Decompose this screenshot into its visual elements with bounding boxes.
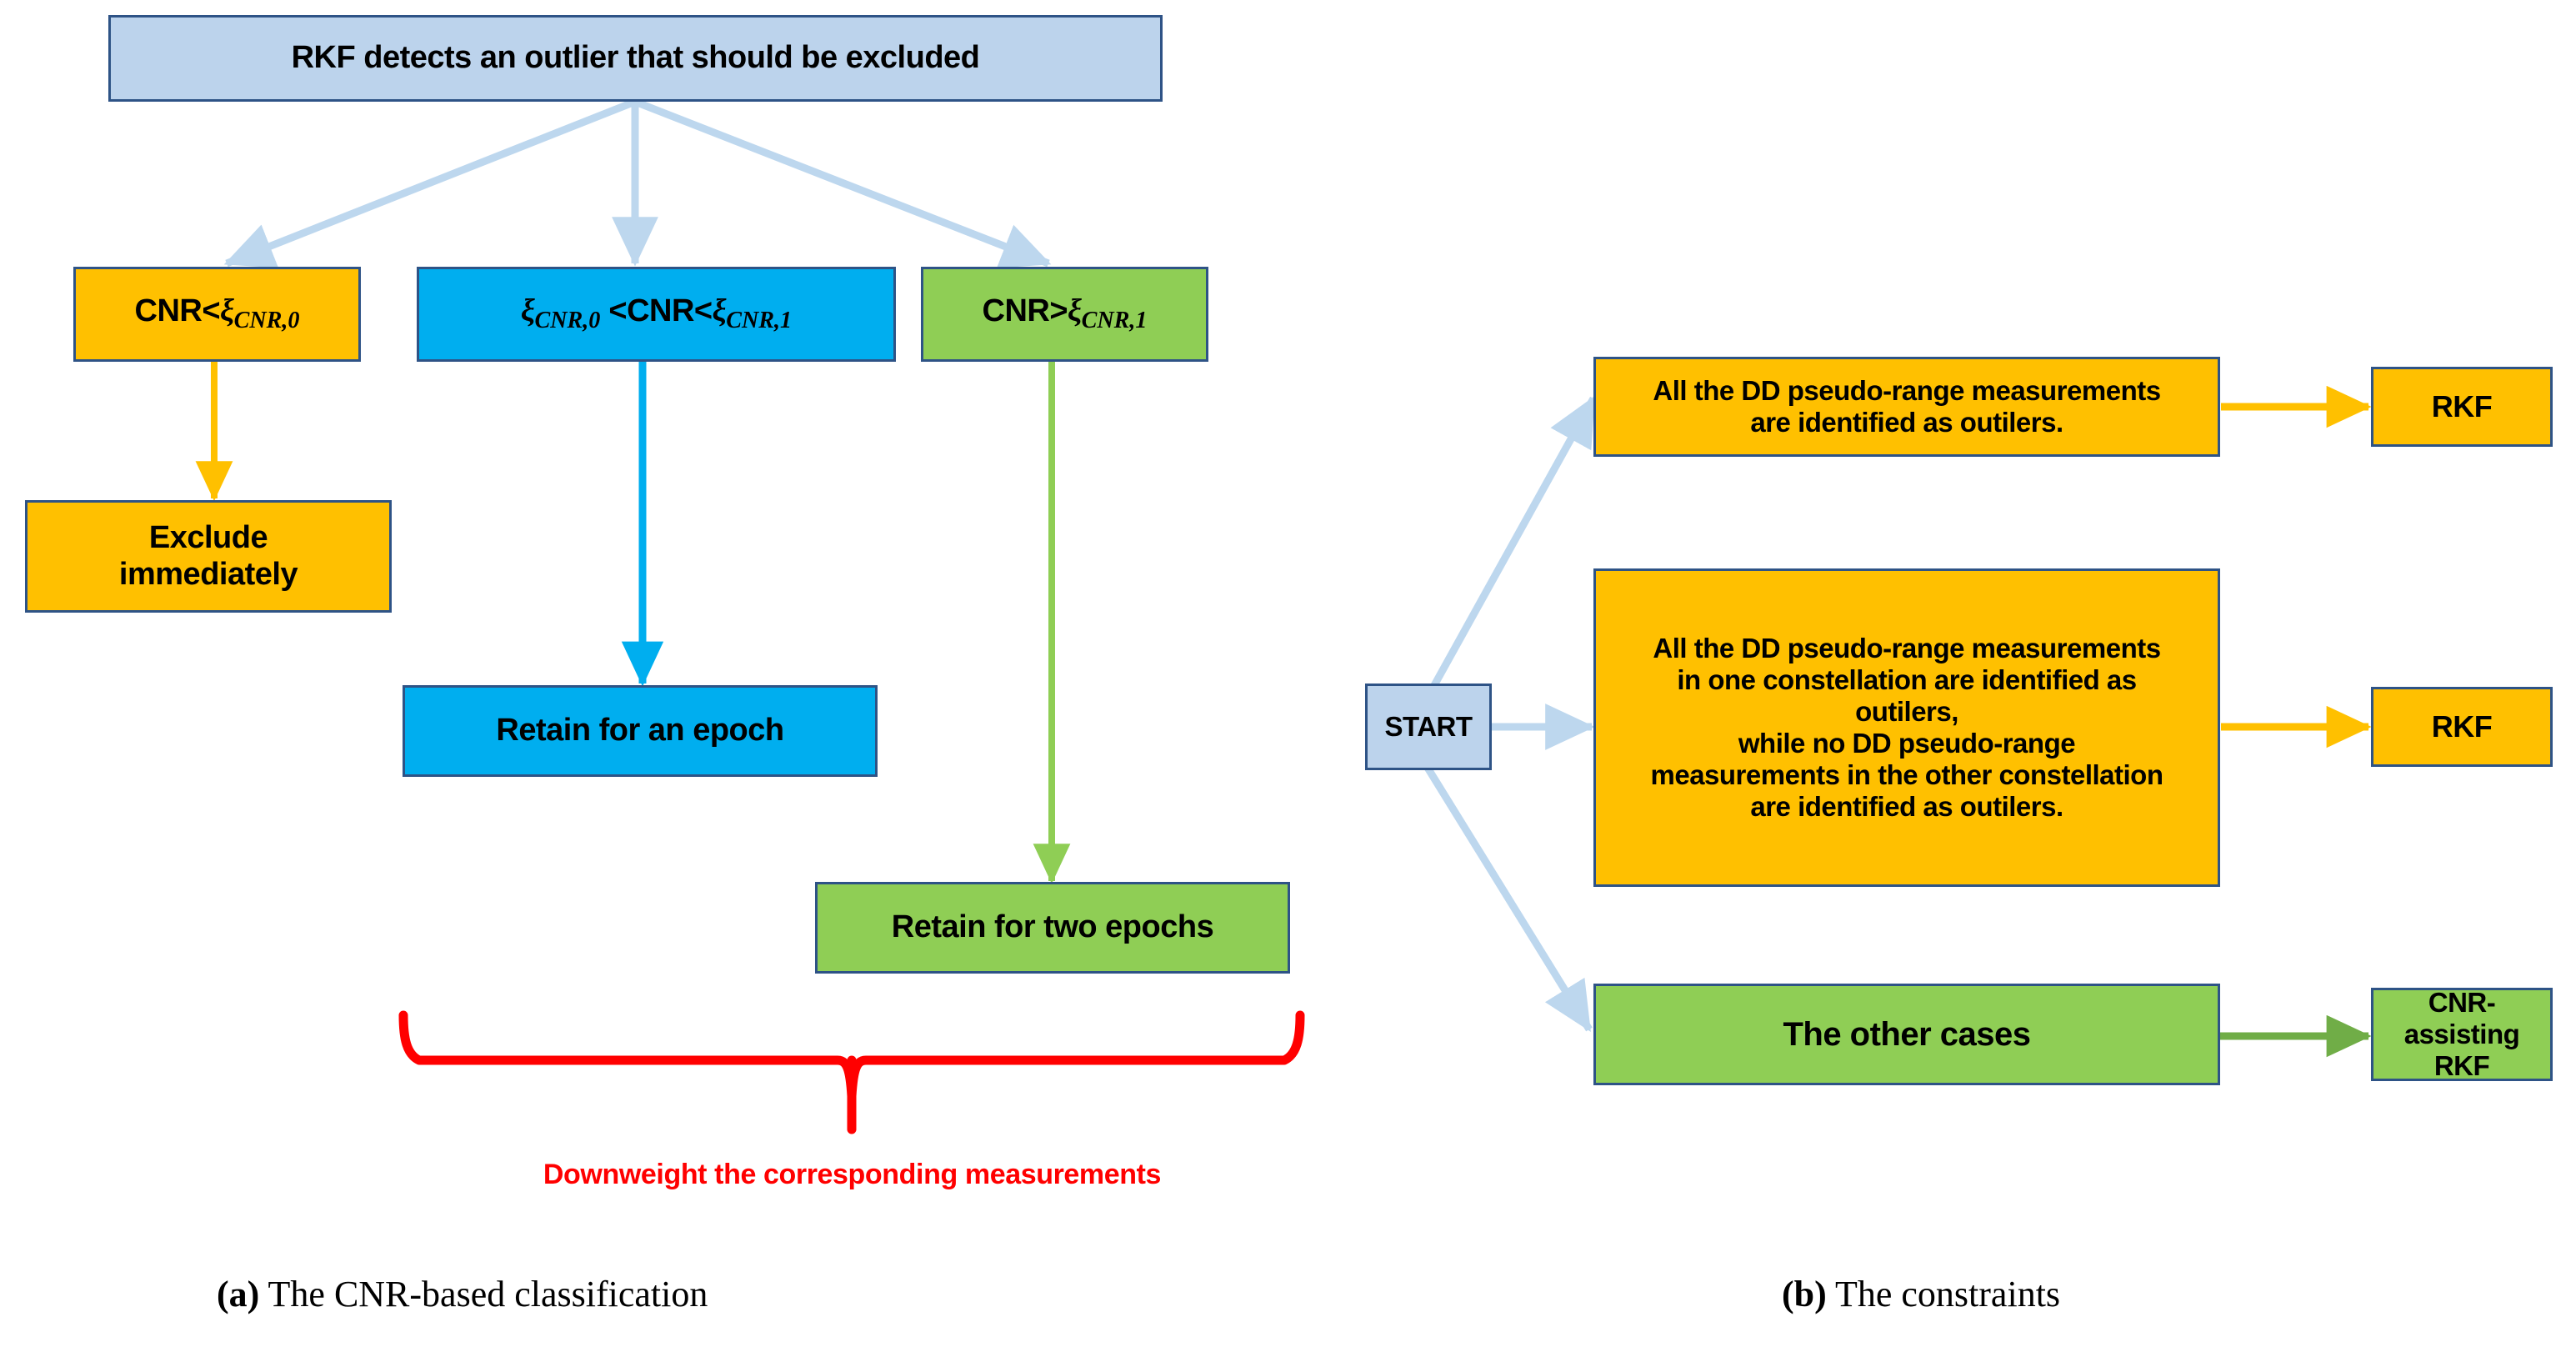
node-condition-cnr-above-xi1[interactable]: CNR>ξCNR,1 [921, 267, 1208, 362]
node-case-2-line-2: in one constellation are identified as [1677, 664, 2137, 696]
xi-subscript: CNR,0 [534, 308, 601, 334]
node-condition-cnr-between[interactable]: ξCNR,0 <CNR<ξCNR,1 [417, 267, 896, 362]
node-outcome-retain-two-epochs-label: Retain for two epochs [891, 909, 1214, 945]
downweight-note-label: Downweight the corresponding measurement… [543, 1159, 1162, 1190]
node-case-2-line-1: All the DD pseudo-range measurements [1653, 633, 2161, 664]
node-case-other-cases-label: The other cases [1783, 1016, 2031, 1053]
node-condition-cnr-between-label: ξCNR,0 <CNR<ξCNR,1 [520, 293, 793, 334]
node-result-cnr-assisting-rkf[interactable]: CNR- assisting RKF [2371, 987, 2553, 1081]
node-outcome-retain-one-epoch[interactable]: Retain for an epoch [403, 685, 878, 777]
node-result-rkf-1[interactable]: RKF [2371, 367, 2553, 447]
node-outcome-retain-one-epoch-label: Retain for an epoch [496, 713, 784, 749]
xi-symbol-2: ξ [712, 293, 727, 329]
node-result-cnr-assisting-rkf-line-1: CNR- [2428, 987, 2496, 1019]
edge-root-to-cond-left [223, 98, 637, 268]
node-start-label: START [1384, 711, 1473, 743]
node-result-cnr-assisting-rkf-line-2: assisting RKF [2403, 1019, 2520, 1081]
xi-symbol: ξ [1068, 293, 1082, 329]
edge-start-to-case-1 [1413, 395, 1597, 719]
node-start[interactable]: START [1365, 684, 1492, 770]
node-case-one-constellation-outliers[interactable]: All the DD pseudo-range measurements in … [1593, 568, 2220, 887]
node-rkf-detects-outlier-label: RKF detects an outlier that should be ex… [291, 40, 980, 76]
caption-panel-a: (a) The CNR-based classification [217, 1273, 708, 1315]
node-condition-cnr-below-xi0[interactable]: CNR<ξCNR,0 [73, 267, 361, 362]
xi-subscript: CNR,1 [1081, 308, 1148, 334]
node-result-rkf-2-label: RKF [2431, 709, 2493, 744]
node-rkf-detects-outlier[interactable]: RKF detects an outlier that should be ex… [108, 15, 1163, 102]
edge-start-to-case-3 [1413, 748, 1593, 1033]
node-result-rkf-2[interactable]: RKF [2371, 687, 2553, 767]
caption-panel-b-label: (b) [1782, 1274, 1827, 1314]
node-case-2-line-4: while no DD pseudo-range [1738, 728, 2076, 759]
xi-subscript-2: CNR,1 [726, 308, 793, 334]
node-condition-cnr-below-xi0-label: CNR<ξCNR,0 [134, 293, 300, 334]
node-case-2-line-6: are identified as outilers. [1750, 790, 2063, 822]
node-case-other-cases[interactable]: The other cases [1593, 984, 2220, 1085]
node-condition-cnr-above-xi1-label: CNR>ξCNR,1 [982, 293, 1148, 334]
node-case-1-line-2: are identified as outilers. [1750, 407, 2063, 438]
node-outcome-exclude-line-1: Exclude [148, 519, 268, 555]
node-outcome-exclude-line-2: immediately [118, 556, 298, 592]
downweight-note: Downweight the corresponding measurement… [408, 1159, 1296, 1191]
caption-panel-a-text: The CNR-based classification [268, 1274, 708, 1314]
node-case-all-dd-outliers[interactable]: All the DD pseudo-range measurements are… [1593, 357, 2220, 457]
caption-panel-b-text: The constraints [1835, 1274, 2061, 1314]
xi-subscript: CNR,0 [233, 308, 300, 334]
caption-panel-b: (b) The constraints [1782, 1273, 2060, 1315]
node-result-rkf-1-label: RKF [2431, 389, 2493, 424]
node-outcome-exclude-immediately[interactable]: Exclude immediately [25, 500, 392, 613]
downweight-brace [398, 1010, 1305, 1134]
node-case-1-line-1: All the DD pseudo-range measurements [1653, 375, 2161, 407]
node-case-2-line-5: measurements in the other constellation [1650, 759, 2163, 790]
node-outcome-retain-two-epochs[interactable]: Retain for two epochs [815, 882, 1290, 974]
node-case-2-line-3: outilers, [1855, 696, 1958, 728]
xi-symbol: ξ [220, 293, 234, 329]
xi-symbol: ξ [520, 293, 535, 329]
caption-panel-a-label: (a) [217, 1274, 260, 1314]
edge-root-to-cond-right [633, 98, 1052, 268]
